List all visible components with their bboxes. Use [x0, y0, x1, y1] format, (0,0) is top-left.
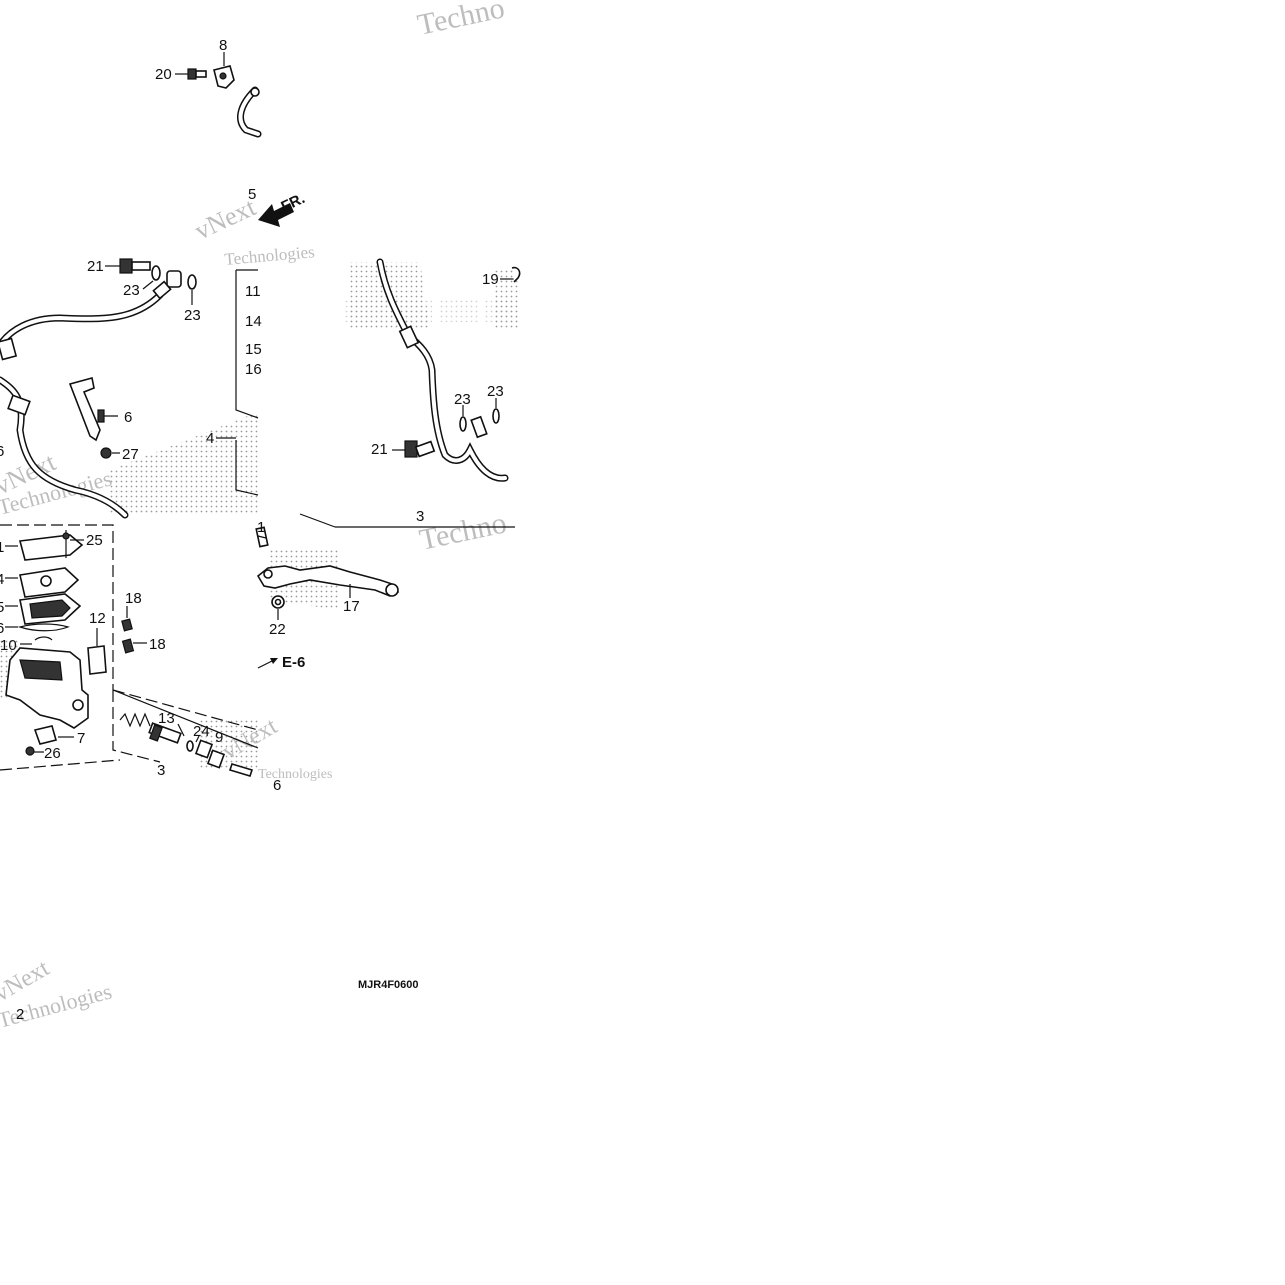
- brake-lever-17-icon: [256, 565, 400, 598]
- boot-9-icon: [194, 739, 226, 769]
- callout-2: 2: [16, 1006, 24, 1023]
- master-cylinder-body-icon: [5, 647, 89, 729]
- nut-22-icon: [271, 595, 285, 620]
- callout-14: 14: [245, 313, 262, 330]
- callout-4: 4: [206, 430, 214, 447]
- callout-18: 18: [125, 590, 142, 607]
- watermark-text: Techno: [415, 0, 508, 42]
- brake-hose-upper: [237, 86, 262, 138]
- honda-logo-watermark: [345, 300, 517, 322]
- callout-23: 23: [123, 282, 140, 299]
- callout-9: 9: [215, 729, 223, 746]
- callout-5: 5: [248, 186, 256, 203]
- callout-6: 6: [0, 620, 4, 637]
- callout-24: 24: [193, 723, 210, 740]
- callout-10: 10: [0, 637, 17, 654]
- screw-26-icon: [25, 746, 44, 756]
- hose-fitting-icon: [166, 270, 182, 288]
- diaphragm-plate-4-icon: [5, 567, 80, 598]
- holder-12-icon: [87, 628, 107, 675]
- watermark-group: Techno vNext Technologies vNext Technolo…: [0, 0, 509, 1033]
- diaphragm-5-icon: [5, 593, 82, 625]
- front-direction-arrow: [258, 203, 294, 227]
- callout-6: 6: [0, 443, 4, 460]
- bolt-20-icon: [175, 68, 207, 80]
- callout-5: 5: [0, 599, 4, 616]
- callout-23: 23: [487, 383, 504, 400]
- spring-icon: [119, 712, 151, 728]
- callout-26: 26: [44, 745, 61, 762]
- callout-12: 12: [89, 610, 106, 627]
- callout-labels: 8 20 5 21 23 23 11 14 15 16 6 4 27 19 23…: [0, 37, 504, 1023]
- bolt-18-icon: [121, 606, 133, 632]
- callout-21: 21: [371, 441, 388, 458]
- diagram-code: MJR4F0600: [358, 979, 419, 991]
- callout-23: 23: [184, 307, 201, 324]
- lever-pivot-7-icon: [33, 725, 74, 745]
- callout-6: 6: [124, 409, 132, 426]
- bolt-27-icon: [100, 447, 120, 459]
- group-bracket-outline: [216, 269, 259, 496]
- reference-arrow: [257, 658, 278, 669]
- master-cylinder-group-outline: [0, 524, 259, 771]
- callout-1: 1: [0, 539, 4, 556]
- callout-7: 7: [77, 730, 85, 747]
- banjo-bolt-21-icon: [392, 440, 436, 458]
- sealing-washer-23-icon: [187, 274, 197, 305]
- reference-label: E-6: [282, 654, 305, 671]
- sealing-washer-23-icon: [459, 405, 467, 432]
- banjo-bolt-21-icon: [105, 258, 151, 274]
- screw-25-icon: [62, 530, 84, 558]
- callout-8: 8: [219, 37, 227, 54]
- callout-27: 27: [122, 446, 139, 463]
- reservoir-cap-1-icon: [5, 534, 84, 561]
- sealing-washer-23-icon: [142, 265, 161, 290]
- float-6-icon: [5, 623, 70, 632]
- callout-4: 4: [0, 571, 4, 588]
- brake-hose-main: [0, 280, 172, 519]
- callout-19: 19: [482, 271, 499, 288]
- callout-15: 15: [245, 341, 262, 358]
- watermark-text: Technologies: [258, 767, 332, 782]
- callout-1: 1: [257, 519, 265, 536]
- callout-17: 17: [343, 598, 360, 615]
- callout-3: 3: [416, 508, 424, 525]
- callout-3: 3: [157, 762, 165, 779]
- callout-13: 13: [158, 710, 175, 727]
- direction-label: FR.: [279, 190, 308, 216]
- callout-22: 22: [269, 621, 286, 638]
- callout-6: 6: [273, 777, 281, 794]
- bolt-18-icon: [121, 638, 147, 654]
- hose-bracket-6-icon: [68, 377, 118, 442]
- pushrod-icon: [228, 763, 254, 777]
- piston-13-icon: [148, 722, 185, 744]
- callout-18: 18: [149, 636, 166, 653]
- callout-11: 11: [245, 283, 261, 300]
- seal-24-icon: [186, 735, 200, 752]
- pivot-bolt-icon: [255, 526, 269, 548]
- watermark-text: Techno: [417, 506, 510, 557]
- clip-19-icon: [500, 266, 521, 283]
- panel-divider-line: [299, 513, 336, 528]
- callout-16: 16: [245, 361, 262, 378]
- callout-23: 23: [454, 391, 471, 408]
- brake-hose-lower: [376, 258, 509, 482]
- callout-25: 25: [86, 532, 103, 549]
- watermark-text: Technologies: [224, 242, 316, 269]
- callout-20: 20: [155, 66, 172, 83]
- sealing-washer-23-icon: [492, 398, 500, 424]
- clamp-8-icon: [213, 52, 235, 89]
- seal-10-icon: [20, 636, 53, 645]
- callout-21: 21: [87, 258, 104, 275]
